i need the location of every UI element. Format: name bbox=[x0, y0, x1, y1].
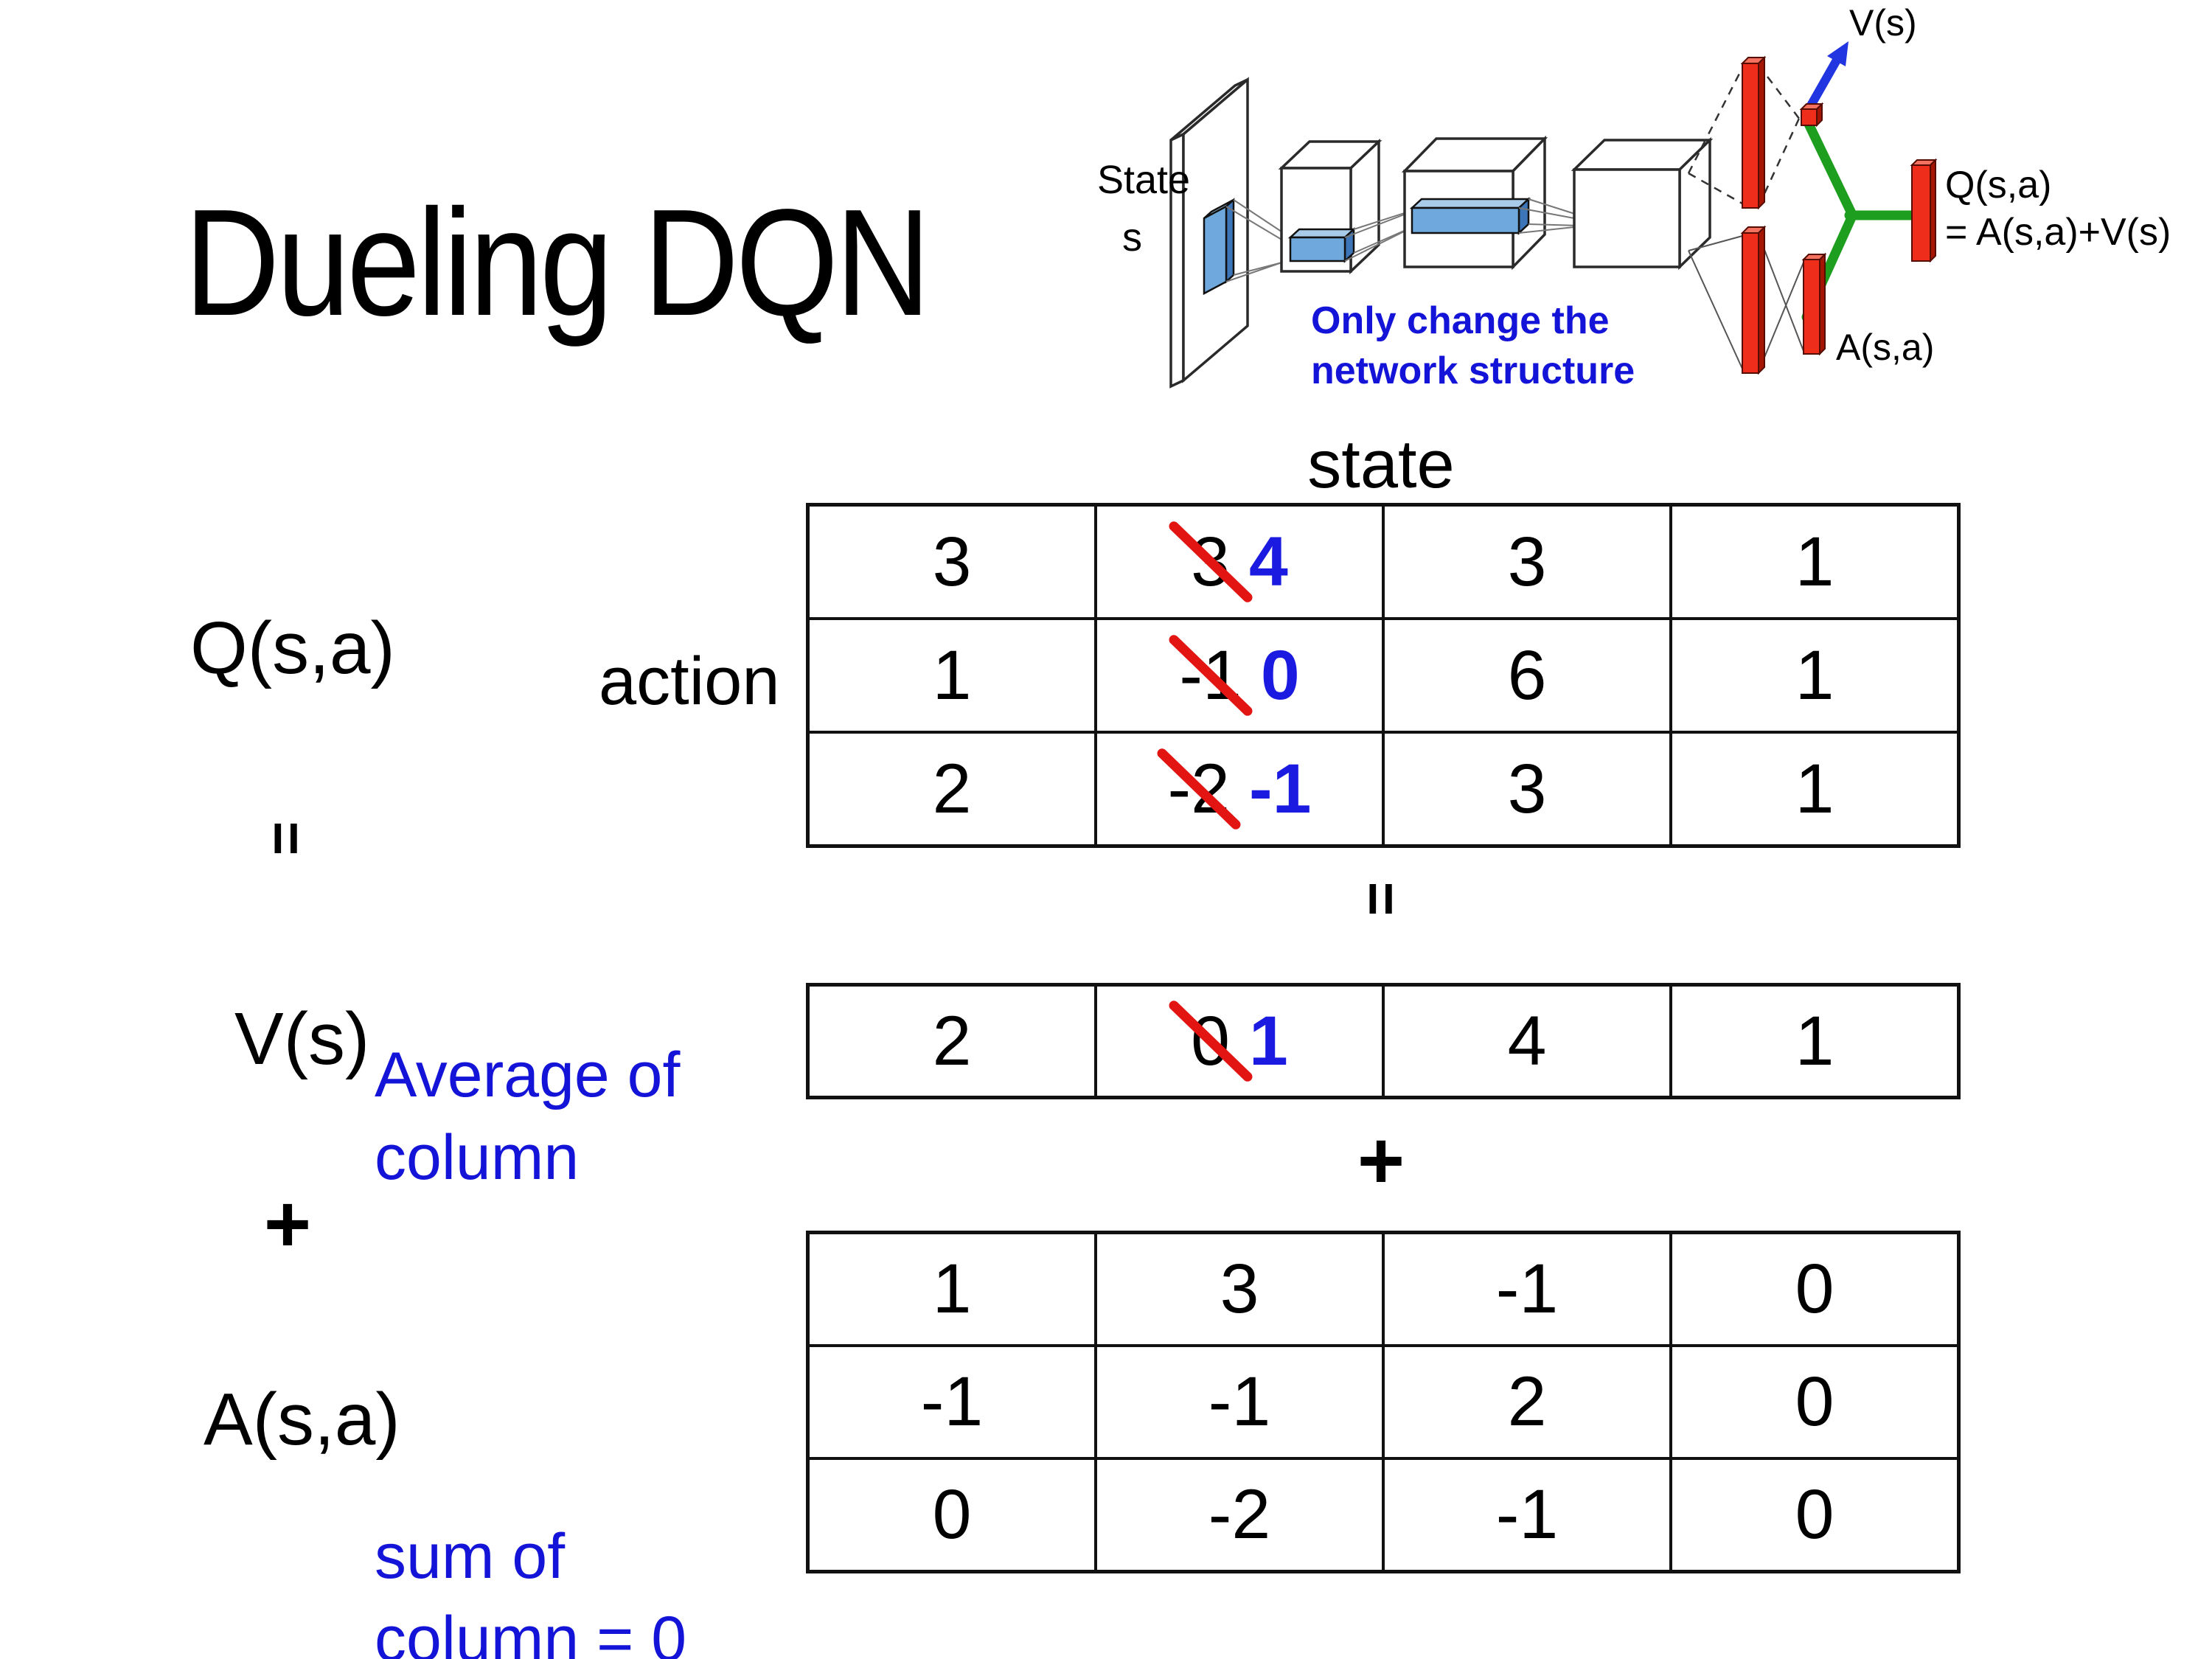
table-cell: 0 bbox=[1671, 1458, 1958, 1571]
value-arrow bbox=[1804, 41, 1848, 115]
conv-feature-2 bbox=[1287, 227, 1357, 263]
network-note-line1: Only change the bbox=[1311, 299, 1610, 342]
average-note: Average of column bbox=[375, 1034, 680, 1199]
table-cell: -2-1 bbox=[1096, 732, 1383, 846]
v-table: 20141 bbox=[806, 983, 1961, 1099]
value-scalar-node bbox=[1799, 102, 1824, 128]
table-cell: 1 bbox=[1671, 732, 1958, 846]
table-cell: -2 bbox=[1096, 1458, 1383, 1571]
replacement-value: -1 bbox=[1249, 749, 1312, 828]
crossed-out-value: -1 bbox=[1166, 633, 1254, 718]
value-output-label: V(s) bbox=[1849, 2, 1917, 44]
average-note-line1: Average of bbox=[375, 1040, 681, 1110]
v-vector-label: V(s) bbox=[234, 998, 370, 1080]
table-cell: 34 bbox=[1096, 505, 1383, 619]
table-cell: 1 bbox=[808, 619, 1096, 732]
q-output-bar bbox=[1910, 158, 1938, 263]
table-cell: -1 bbox=[1383, 1233, 1671, 1346]
state-header: state bbox=[1307, 427, 1455, 502]
sum-note: sum of column = 0 bbox=[375, 1515, 686, 1659]
network-note-line2: network structure bbox=[1311, 349, 1635, 392]
table-cell: -10 bbox=[1096, 619, 1383, 732]
table-cell: 0 bbox=[808, 1458, 1096, 1571]
equals-sign-left: = bbox=[254, 821, 319, 856]
table-cell: -1 bbox=[1383, 1458, 1671, 1571]
q-output-label-line1: Q(s,a) bbox=[1945, 164, 2051, 206]
connection-lines-3 bbox=[1518, 198, 1580, 234]
table-cell: 3 bbox=[1096, 1233, 1383, 1346]
table-cell: 2 bbox=[808, 985, 1096, 1097]
replacement-value: 4 bbox=[1249, 522, 1288, 601]
table-cell: 1 bbox=[1671, 505, 1958, 619]
table-cell: 0 bbox=[1671, 1233, 1958, 1346]
value-hidden-bar bbox=[1740, 55, 1767, 210]
crossed-out-value: -2 bbox=[1155, 746, 1242, 832]
head-converge-lines bbox=[1757, 64, 1804, 372]
state-input-label-line2: s bbox=[1122, 215, 1142, 260]
q-matrix-label: Q(s,a) bbox=[190, 607, 395, 689]
table-cell: 1 bbox=[1671, 985, 1958, 1097]
stream-split-lines bbox=[1687, 67, 1744, 369]
q-output-label-line2: = A(s,a)+V(s) bbox=[1945, 211, 2171, 254]
a-matrix-label: A(s,a) bbox=[204, 1378, 400, 1461]
state-input-label-line1: State bbox=[1097, 158, 1190, 202]
fc-box bbox=[1571, 136, 1714, 271]
advantage-vector-bar bbox=[1801, 252, 1827, 356]
table-cell: 6 bbox=[1383, 619, 1671, 732]
table-cell: 01 bbox=[1096, 985, 1383, 1097]
table-cell: 1 bbox=[1671, 619, 1958, 732]
replacement-value: 0 bbox=[1260, 636, 1300, 714]
sum-note-line2: column = 0 bbox=[375, 1604, 687, 1659]
crossed-out-value: 3 bbox=[1166, 519, 1254, 605]
table-cell: -1 bbox=[1096, 1346, 1383, 1458]
advantage-hidden-bar bbox=[1740, 225, 1767, 375]
plus-sign-left: + bbox=[263, 1178, 312, 1270]
replacement-value: 1 bbox=[1249, 1001, 1288, 1080]
network-diagram: State s V(s) A(s,a) Q(s,a) = A(s,a)+V(s)… bbox=[1097, 2, 2171, 392]
advantage-output-label: A(s,a) bbox=[1836, 327, 1934, 368]
table-cell: 2 bbox=[1383, 1346, 1671, 1458]
conv-feature-3 bbox=[1409, 197, 1531, 235]
crossed-out-value: 0 bbox=[1166, 998, 1254, 1084]
average-note-line2: column bbox=[375, 1122, 580, 1193]
table-cell: 3 bbox=[808, 505, 1096, 619]
table-cell: 2 bbox=[808, 732, 1096, 846]
conv-feature-1 bbox=[1203, 198, 1235, 296]
equals-sign-middle: = bbox=[1349, 881, 1414, 917]
sum-note-line1: sum of bbox=[375, 1521, 566, 1592]
plus-sign-middle: + bbox=[1357, 1115, 1405, 1206]
table-cell: 4 bbox=[1383, 985, 1671, 1097]
table-cell: 0 bbox=[1671, 1346, 1958, 1458]
table-cell: -1 bbox=[808, 1346, 1096, 1458]
table-cell: 3 bbox=[1383, 505, 1671, 619]
table-cell: 1 bbox=[808, 1233, 1096, 1346]
action-label: action bbox=[599, 644, 780, 719]
page-title: Dueling DQN bbox=[184, 178, 931, 347]
table-cell: 3 bbox=[1383, 732, 1671, 846]
